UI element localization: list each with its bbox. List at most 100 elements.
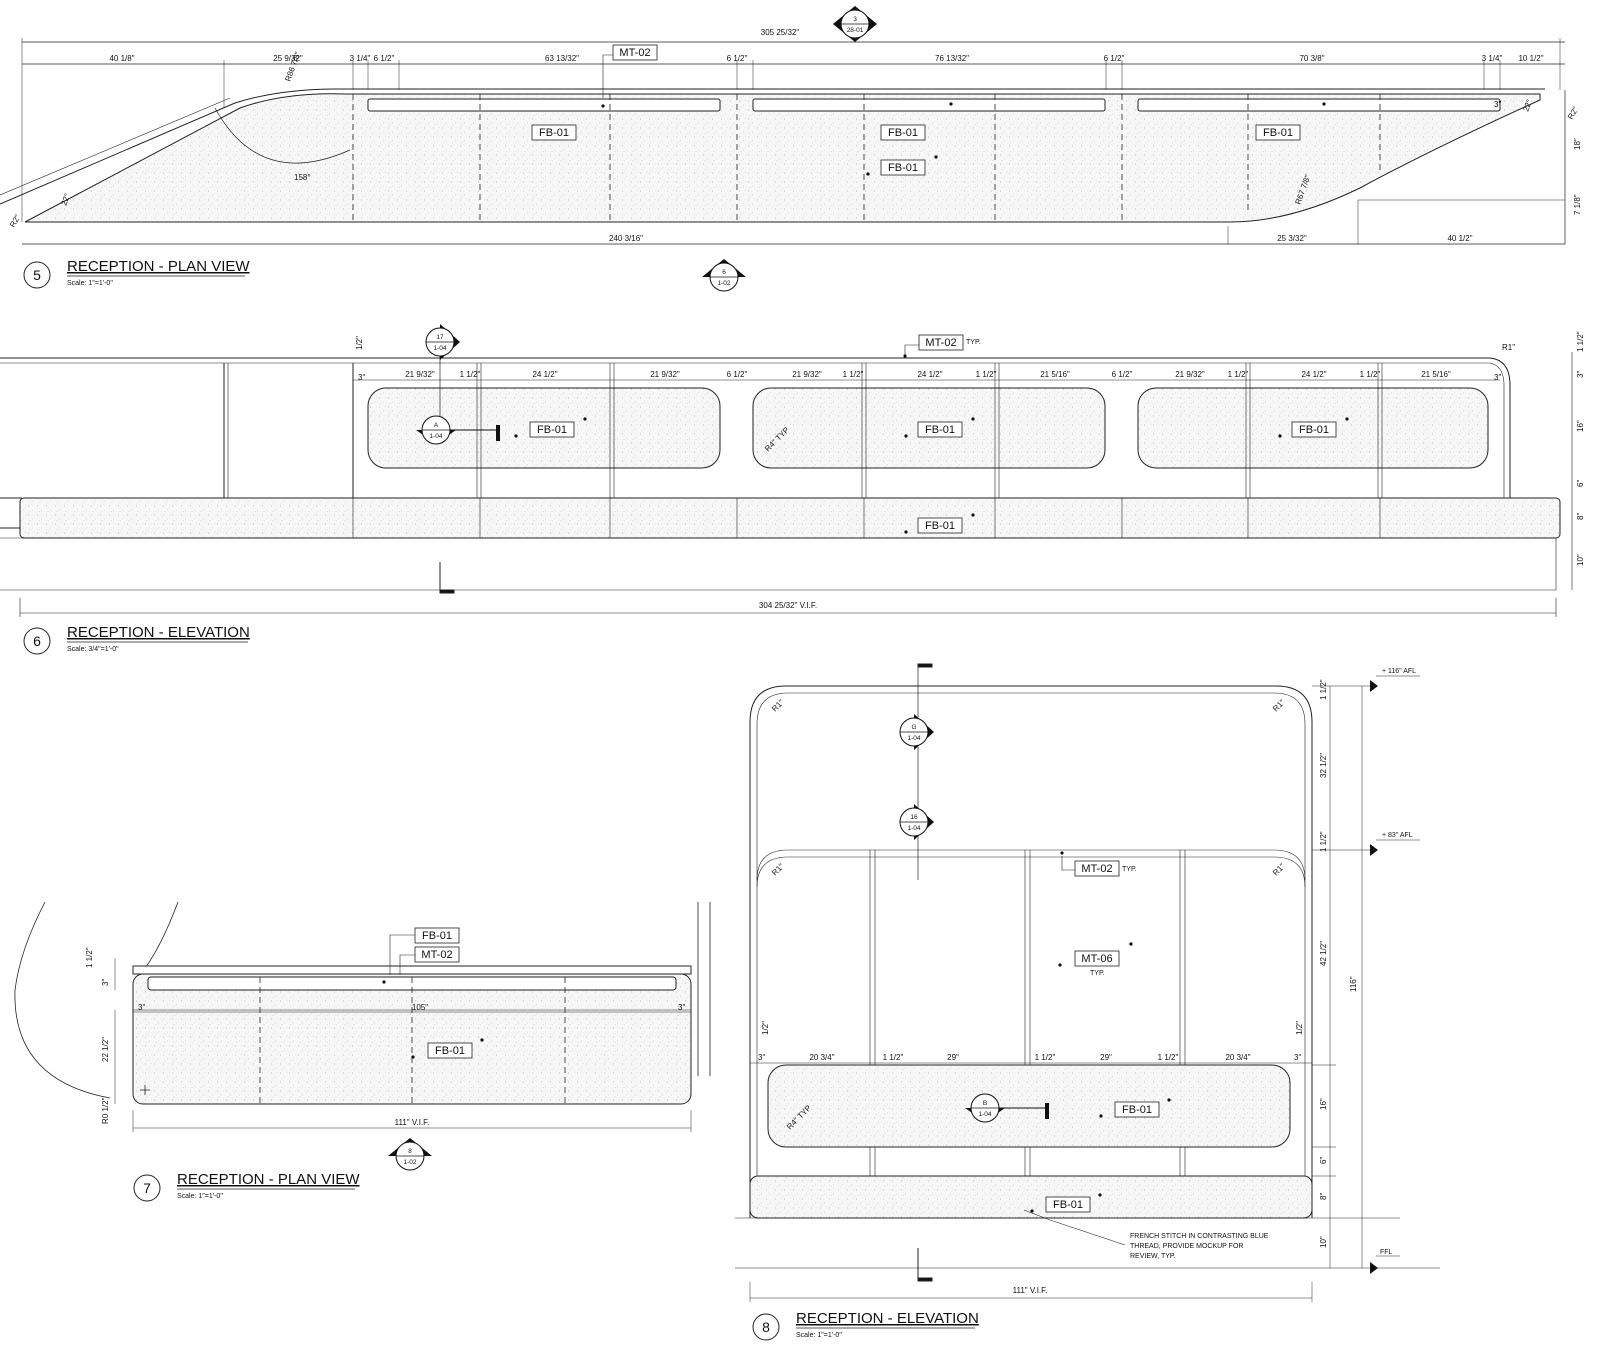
view-5-plan (0, 38, 1566, 245)
dim: 6 1/2" (1112, 370, 1133, 379)
dim: 10 1/2" (1518, 54, 1543, 63)
section-ref-b-1-04[interactable]: B 1-04 (965, 1093, 1049, 1123)
view-title: RECEPTION - PLAN VIEW (177, 1171, 360, 1188)
dim: 21 9/32" (792, 370, 822, 379)
material-tag-fb01: FB-01 (1053, 1199, 1083, 1211)
dim: 42 1/2" (1319, 941, 1328, 966)
dim: 3 1/4" (350, 54, 371, 63)
dim: 1/2" (355, 336, 364, 350)
dim: 105" (412, 1003, 428, 1012)
section-ref-top: A (434, 422, 439, 429)
section-ref-bottom: 1-02 (403, 1159, 416, 1166)
dim: 3" (1494, 100, 1501, 109)
view-title-6: 6 RECEPTION - ELEVATION Scale: 3/4"=1'-0… (23, 624, 250, 655)
material-tag-mt02: MT-02 (925, 337, 956, 349)
dim: 8" (1319, 1193, 1328, 1200)
view-scale: Scale: 1"=1'-0" (177, 1193, 223, 1200)
section-ref-top: 17 (436, 334, 444, 341)
dim-angle: 22° (59, 192, 72, 206)
view-8-elevation (735, 663, 1440, 1302)
dim: 1 1/2" (460, 370, 481, 379)
dim-radius: R1" (770, 698, 786, 714)
dim-overall: 111" V.I.F. (1013, 1286, 1048, 1295)
view-6-elevation (0, 352, 1573, 617)
view-6-annotations: 304 25/32" V.I.F. 3" 21 9/32" 1 1/2" 24 … (355, 331, 1585, 610)
section-ref-3-28-01[interactable]: 3 28-01 (833, 6, 877, 42)
dim: 10" (1576, 554, 1585, 566)
dim: 1/2" (761, 1021, 770, 1035)
counter-panel (367, 98, 721, 112)
dim: 32 1/2" (1319, 753, 1328, 778)
material-tag-fb01: FB-01 (925, 424, 955, 436)
typ-label: TYP. (1122, 866, 1137, 873)
counter-panel (752, 98, 1106, 112)
view-8-annotations: 111" V.I.F. 116" 3" 20 3/4" 1 1/2" 29" 1… (758, 668, 1416, 1295)
view-title-7: 7 RECEPTION - PLAN VIEW Scale: 1"=1'-0" (133, 1171, 360, 1202)
dim: 1 1/2" (1360, 370, 1381, 379)
section-ref-top: G (911, 724, 916, 731)
section-ref-6-1-02[interactable]: 6 1-02 (702, 259, 746, 292)
typ-label: TYP. (1090, 970, 1105, 977)
section-ref-g-1-04[interactable]: G 1-04 (899, 714, 934, 750)
dim: 16" (1319, 1098, 1328, 1110)
dim: 1 1/2" (85, 947, 94, 968)
section-ref-16-1-04[interactable]: 16 1-04 (899, 804, 934, 840)
material-tag-fb01: FB-01 (888, 127, 918, 139)
dim: 6" (1319, 1157, 1328, 1164)
view-scale: Scale: 1"=1'-0" (67, 280, 113, 287)
dim: 1 1/2" (1035, 1053, 1056, 1062)
material-tag-fb01: FB-01 (539, 127, 569, 139)
dim: 21 9/32" (650, 370, 680, 379)
material-tag-mt06: MT-06 (1081, 953, 1112, 965)
material-tag-fb01: FB-01 (888, 162, 918, 174)
dim: 1 1/2" (976, 370, 997, 379)
dim: 24 1/2" (532, 370, 557, 379)
dim: 3 1/4" (1482, 54, 1503, 63)
material-tag-fb01: FB-01 (1263, 127, 1293, 139)
view-scale: Scale: 3/4"=1'-0" (67, 646, 119, 653)
view-number: 6 (33, 633, 41, 649)
view-title: RECEPTION - ELEVATION (796, 1310, 979, 1327)
dim: 29" (1100, 1053, 1112, 1062)
section-ref-bottom: 1-04 (978, 1111, 991, 1118)
dim: 3" (1294, 1053, 1301, 1062)
dim: 24 1/2" (1301, 370, 1326, 379)
section-ref-bottom: 1-04 (433, 345, 446, 352)
material-tag-fb01: FB-01 (1299, 424, 1329, 436)
dim-radius: R1" (1502, 343, 1515, 352)
view-title-8: 8 RECEPTION - ELEVATION Scale: 1"=1'-0" (752, 1310, 979, 1341)
dim-radius: R1" (770, 862, 786, 878)
dim: 1 1/2" (1158, 1053, 1179, 1062)
dim: 3" (358, 373, 365, 382)
dim-overall: 305 25/32" (761, 28, 800, 37)
dim: 21 5/16" (1421, 370, 1451, 379)
dim: 1 1/2" (1228, 370, 1249, 379)
dim: 8" (1576, 513, 1585, 520)
dim: 6 1/2" (1104, 54, 1125, 63)
note-line: FRENCH STITCH IN CONTRASTING BLUE (1130, 1233, 1269, 1240)
view-title: RECEPTION - PLAN VIEW (67, 258, 250, 275)
dim: 21 9/32" (405, 370, 435, 379)
view-number: 8 (762, 1319, 770, 1335)
dim: 1 1/2" (843, 370, 864, 379)
typ-label: TYP. (966, 339, 981, 346)
section-ref-top: 3 (853, 16, 857, 23)
dim: 18" (1573, 138, 1582, 150)
dim: 6 1/2" (727, 370, 748, 379)
section-ref-17-1-04[interactable]: 17 1-04 (425, 324, 460, 360)
view-number: 7 (143, 1180, 151, 1196)
section-ref-a-1-04[interactable]: A 1-04 (416, 415, 500, 445)
dim: 3" (138, 1003, 145, 1012)
dim: 3" (1576, 371, 1585, 378)
counter-panel (1137, 98, 1501, 112)
desk-5-top-edge (0, 88, 1545, 205)
view-title: RECEPTION - ELEVATION (67, 624, 250, 641)
dim: 24 1/2" (917, 370, 942, 379)
dim: 3" (1494, 373, 1501, 382)
dim: 22 1/2" (101, 1037, 110, 1062)
section-ref-bottom: 1-04 (429, 433, 442, 440)
desk-6-base (19, 497, 1561, 539)
dim: 16" (1576, 420, 1585, 432)
section-ref-8-1-02[interactable]: 8 1-02 (388, 1138, 432, 1171)
dim: 6" (1576, 480, 1585, 487)
